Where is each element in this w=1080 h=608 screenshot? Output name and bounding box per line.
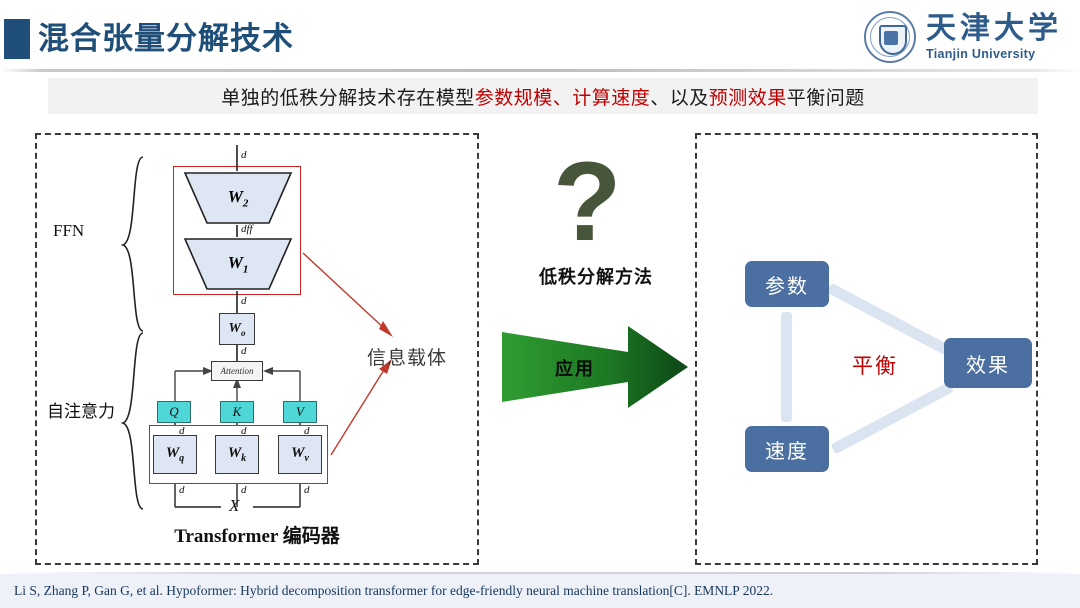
weight-box-wk: Wk [215, 435, 259, 474]
k-label: K [232, 404, 242, 419]
transformer-caption: Transformer 编码器 [174, 526, 340, 547]
qkv-box-q: Q [157, 401, 191, 423]
subtitle-separator-2: 、以及 [650, 87, 709, 109]
ffn-brace-icon [121, 156, 144, 332]
weight-box-wo: Wo [219, 313, 255, 345]
logo-name-cn: 天津大学 [926, 11, 1062, 45]
footer-bar: Li S, Zhang P, Gan G, et al. Hypoformer:… [0, 574, 1080, 608]
ffn-group-label: FFN [53, 221, 85, 240]
wo-label: Wo [228, 320, 246, 338]
node-effect-label: 效果 [966, 354, 1010, 377]
header-divider [0, 69, 1080, 72]
node-effect[interactable]: 效果 [944, 338, 1032, 388]
logo-name-en: Tianjin University [926, 46, 1036, 61]
information-carrier-callout: 信息载体 [367, 348, 448, 369]
subtitle-separator-1: 、 [552, 87, 573, 109]
dim-label-k-d: d [241, 425, 247, 437]
node-parameters[interactable]: 参数 [745, 261, 829, 307]
title-accent-square [4, 19, 30, 59]
attention-brace-icon [121, 332, 144, 510]
input-x-label: X [229, 496, 240, 515]
subtitle-prefix: 单独的低秩分解技术存在模型 [221, 87, 475, 109]
node-speed[interactable]: 速度 [745, 426, 829, 472]
link-parameters-speed [781, 312, 792, 422]
attention-group-label: 自注意力 [47, 402, 115, 421]
university-logo: 天津大学 Tianjin University [864, 8, 1062, 66]
dim-label-q-d: d [179, 425, 185, 437]
page-title: 混合张量分解技术 [38, 21, 294, 56]
attention-block: Attention [211, 361, 263, 381]
dim-label-dff: dff [241, 223, 253, 235]
subtitle-suffix: 平衡问题 [786, 87, 865, 109]
logo-text-block: 天津大学 Tianjin University [926, 11, 1062, 61]
left-dashed-panel [35, 133, 479, 565]
university-seal-icon [864, 11, 916, 63]
qkv-box-k: K [220, 401, 254, 423]
application-arrow-label: 应用 [555, 359, 595, 379]
weight-trapezoid-w2: W2 [183, 171, 293, 230]
w2-label: W2 [227, 186, 249, 210]
subtitle-highlight-speed: 计算速度 [572, 87, 651, 109]
subtitle-text: 单独的低秩分解技术存在模型参数规模、计算速度、以及预测效果平衡问题 [221, 83, 865, 110]
attention-label: Attention [220, 366, 254, 376]
v-label: V [296, 404, 304, 419]
application-arrow [500, 322, 690, 412]
weight-box-wv: Wv [278, 435, 322, 474]
weight-box-wq: Wq [153, 435, 197, 474]
dim-label-mid-d: d [241, 295, 247, 307]
question-mark-icon: ? [553, 139, 622, 264]
right-dashed-panel [695, 133, 1038, 565]
wk-label: Wk [227, 445, 247, 464]
low-rank-method-caption: 低秩分解方法 [539, 267, 653, 287]
w1-label: W1 [227, 252, 249, 276]
q-label: Q [169, 404, 179, 419]
wq-label: Wq [165, 445, 185, 464]
subtitle-highlight-effect: 预测效果 [708, 87, 787, 109]
node-parameters-label: 参数 [765, 275, 809, 298]
balance-center-label: 平衡 [852, 355, 898, 378]
qkv-box-v: V [283, 401, 317, 423]
citation-text: Li S, Zhang P, Gan G, et al. Hypoformer:… [14, 583, 774, 598]
dim-label-wo-d: d [241, 345, 247, 357]
footer-divider [0, 572, 1080, 574]
seal-inner-mark [884, 31, 898, 45]
dim-label-wk-d: d [241, 484, 247, 496]
node-speed-label: 速度 [765, 440, 809, 463]
dim-label-top-d: d [241, 149, 247, 161]
dim-label-wq-d: d [179, 484, 185, 496]
transformer-encoder-diagram: FFN 自注意力 [35, 133, 479, 565]
subtitle-banner: 单独的低秩分解技术存在模型参数规模、计算速度、以及预测效果平衡问题 [48, 78, 1038, 114]
wv-label: Wv [291, 445, 309, 464]
dim-label-v-d: d [304, 425, 310, 437]
wqkv-highlight-box [149, 425, 328, 484]
dim-label-wv-d: d [304, 484, 310, 496]
weight-trapezoid-w1: W1 [183, 237, 293, 296]
subtitle-highlight-parameters: 参数规模 [474, 87, 553, 109]
